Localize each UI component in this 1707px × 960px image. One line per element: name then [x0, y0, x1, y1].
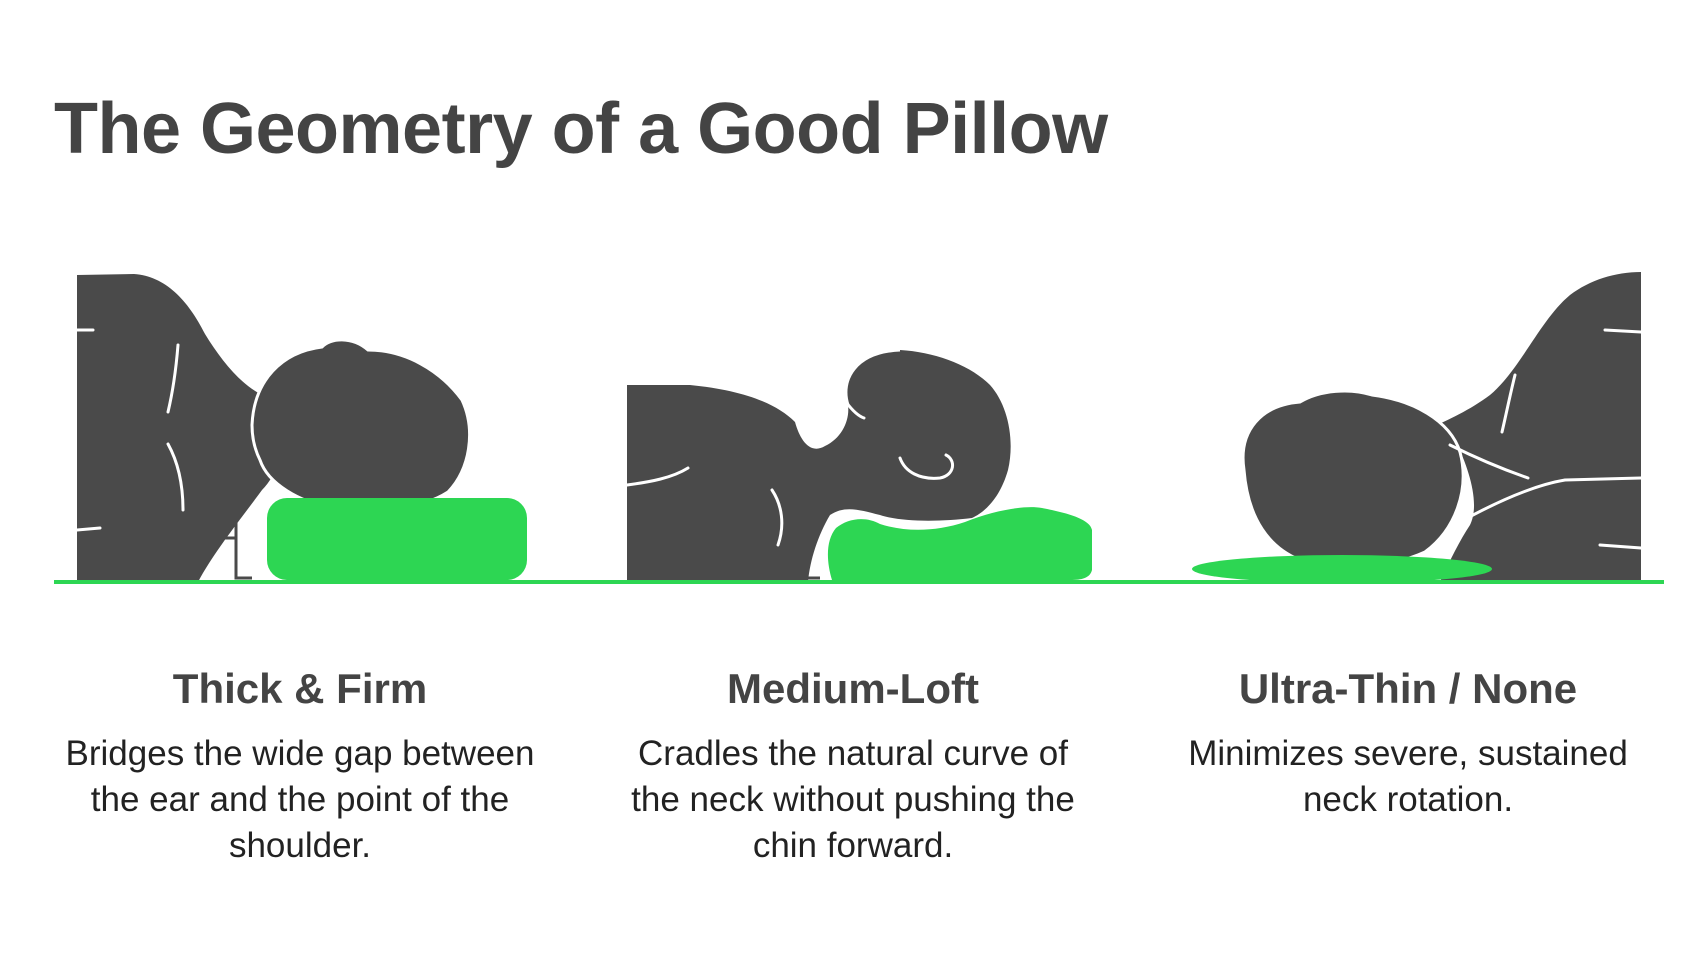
side-sleeper-body-line: [166, 442, 185, 512]
caption-ultra-thin: Ultra-Thin / None Minimizes severe, sust…: [1168, 665, 1648, 823]
back-sleeper-body: [627, 350, 1011, 582]
caption-medium-loft: Medium-Loft Cradles the natural curve of…: [613, 665, 1093, 869]
side-sleeper-figure: [75, 274, 527, 582]
back-sleeper-body-line: [625, 466, 690, 487]
medium-pillow-height-bracket: [796, 500, 820, 580]
stomach-sleeper-body-line: [1500, 373, 1517, 434]
mattress-line: [54, 580, 1664, 584]
caption-heading: Thick & Firm: [172, 665, 428, 712]
stomach-sleeper-body: [1430, 272, 1641, 582]
side-sleeper-shoulder: [77, 274, 286, 582]
side-sleeper-head: [250, 338, 472, 513]
back-sleeper-ear: [898, 453, 954, 480]
back-sleeper-figure: [625, 348, 1092, 582]
caption-description: Cradles the natural curve of the neck wi…: [631, 734, 1075, 865]
ultra-thin-pillow: [1192, 555, 1492, 583]
caption-heading: Ultra-Thin / None: [1238, 665, 1578, 712]
back-sleeper-head-outline: [844, 348, 901, 406]
page-title: The Geometry of a Good Pillow: [54, 89, 1108, 169]
back-sleeper-body-line: [770, 488, 784, 547]
stomach-sleeper-body-line: [1603, 328, 1643, 334]
thick-pillow-height-bracket: [224, 500, 252, 580]
medium-loft-pillow: [827, 507, 1092, 580]
thick-firm-pillow: [267, 498, 527, 580]
caption-description: Minimizes severe, sustained neck rotatio…: [1188, 734, 1628, 819]
stomach-sleeper-body-line: [1598, 543, 1643, 550]
caption-thick-firm: Thick & Firm Bridges the wide gap betwee…: [60, 665, 540, 869]
stomach-sleeper-body-line: [1448, 443, 1530, 480]
caption-heading: Medium-Loft: [727, 665, 979, 712]
back-sleeper-face: [844, 400, 866, 420]
side-sleeper-body-line: [75, 526, 102, 532]
side-sleeper-body-line: [166, 343, 180, 414]
stomach-sleeper-body-line: [1458, 476, 1643, 524]
stomach-sleeper-figure: [1192, 272, 1643, 583]
stomach-sleeper-head: [1241, 389, 1465, 568]
caption-description: Bridges the wide gap between the ear and…: [65, 734, 535, 865]
